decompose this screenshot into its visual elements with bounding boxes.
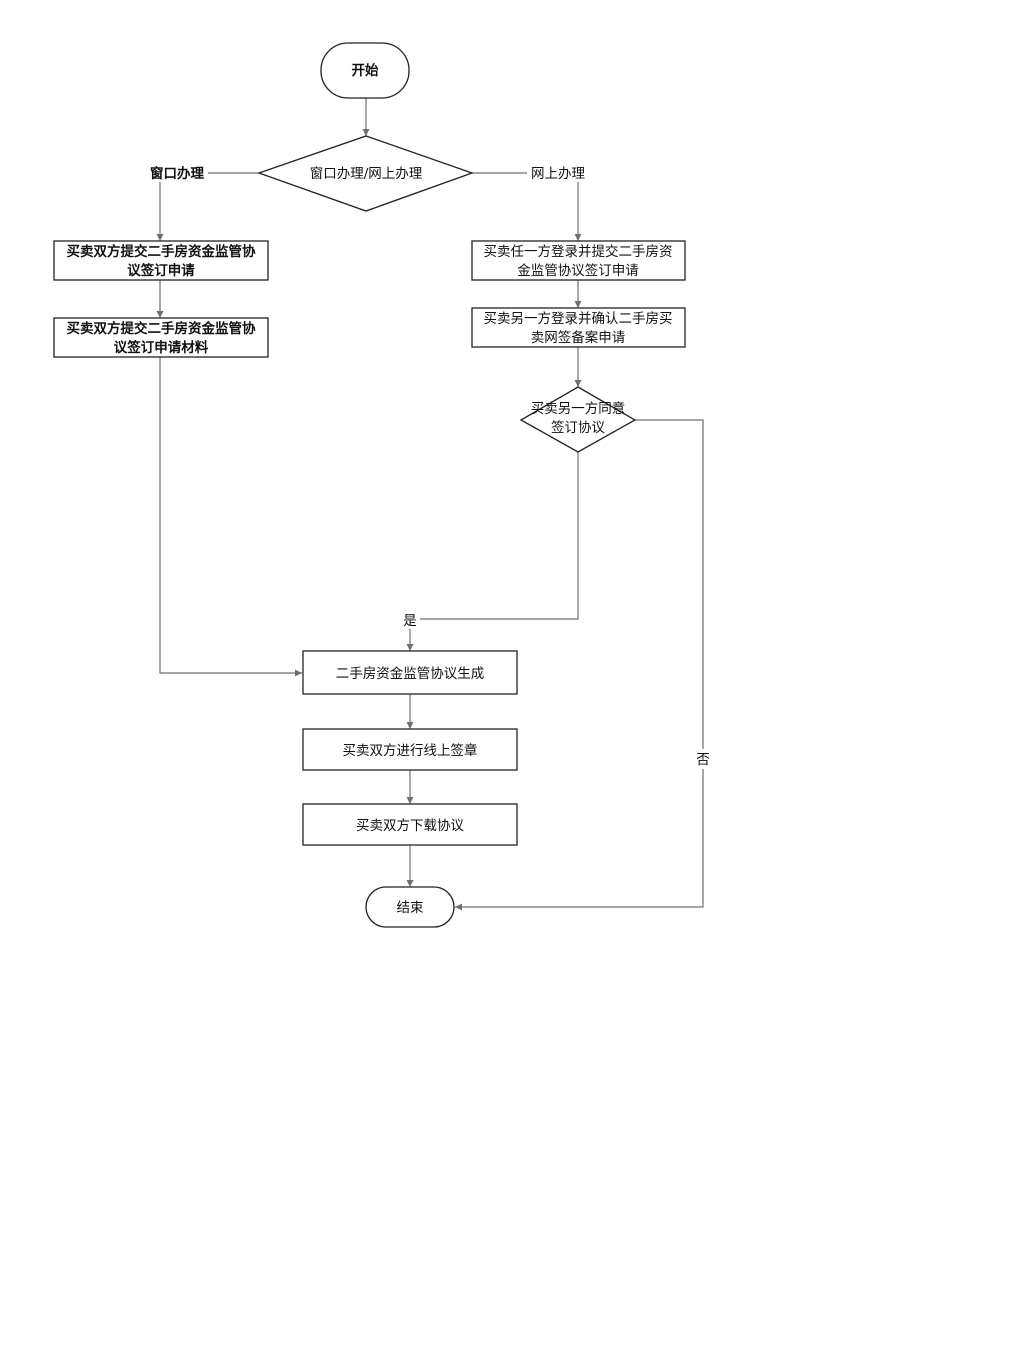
right-step-2-line-1: 买卖另一方登录并确认二手房买 — [484, 311, 673, 327]
start-node: 开始 — [320, 42, 410, 99]
right-step-1-line-2: 金监管协议签订申请 — [517, 262, 639, 279]
connectors — [156, 98, 704, 911]
end-label: 结束 — [397, 900, 424, 916]
label-window-bg — [146, 162, 208, 182]
download-step-label: 买卖双方下载协议 — [356, 818, 464, 834]
connector-agree-yes — [406, 452, 579, 651]
left-step-1-line-2: 议签订申请 — [127, 262, 195, 279]
right-step-1-line-1: 买卖任一方登录并提交二手房资 — [484, 243, 673, 260]
left-step-1: 买卖双方提交二手房资金监管协 议签订申请 — [53, 240, 269, 281]
right-step-2-line-2: 卖网签备案申请 — [531, 329, 626, 346]
right-step-2: 买卖另一方登录并确认二手房买 卖网签备案申请 — [471, 307, 686, 348]
channel-decision-label: 窗口办理/网上办理 — [310, 165, 423, 182]
agree-decision: 买卖另一方同意 签订协议 — [519, 386, 637, 453]
agree-decision-line-2: 签订协议 — [551, 419, 605, 436]
connector-decision-to-online — [472, 172, 582, 241]
label-no: 否 — [696, 752, 710, 768]
left-step-2-line-2: 议签订申请材料 — [114, 339, 209, 356]
sign-step: 买卖双方进行线上签章 — [302, 728, 518, 771]
label-no-bg — [694, 749, 712, 769]
download-step: 买卖双方下载协议 — [302, 803, 518, 846]
agree-decision-line-1: 买卖另一方同意 — [531, 400, 626, 417]
label-window: 窗口办理 — [150, 165, 204, 182]
left-step-2: 买卖双方提交二手房资金监管协 议签订申请材料 — [53, 317, 269, 358]
generate-step-label: 二手房资金监管协议生成 — [336, 666, 485, 682]
label-yes: 是 — [403, 613, 417, 629]
generate-step: 二手房资金监管协议生成 — [302, 650, 518, 695]
sign-step-label: 买卖双方进行线上签章 — [343, 742, 478, 759]
connector-left2-to-generate — [159, 357, 302, 677]
label-yes-bg — [400, 611, 420, 629]
right-step-1: 买卖任一方登录并提交二手房资 金监管协议签订申请 — [471, 240, 686, 281]
label-online-bg — [527, 162, 589, 182]
left-step-2-line-1: 买卖双方提交二手房资金监管协 — [67, 320, 256, 337]
start-label: 开始 — [352, 62, 379, 79]
connector-decision-to-window — [156, 172, 259, 241]
channel-decision: 窗口办理/网上办理 — [257, 135, 474, 212]
connector-agree-no — [455, 419, 704, 911]
label-online: 网上办理 — [531, 166, 585, 182]
left-step-1-line-1: 买卖双方提交二手房资金监管协 — [67, 243, 256, 260]
end-node: 结束 — [365, 886, 455, 928]
